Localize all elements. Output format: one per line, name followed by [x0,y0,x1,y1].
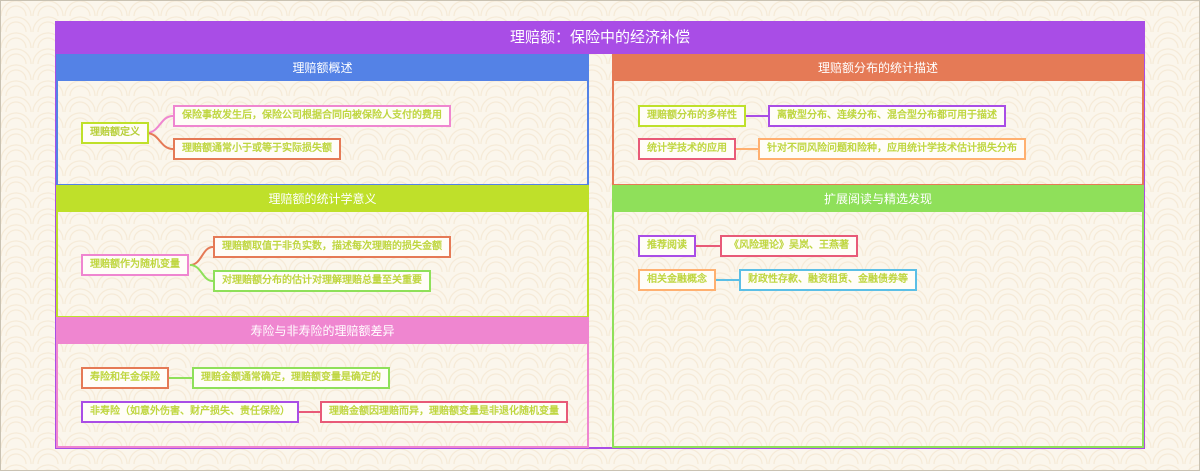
section-distribution: 理赔额分布的统计描述 [612,54,1144,186]
section-overview: 理赔额概述 [56,54,589,186]
node-finance-concepts: 财政性存款、融资租赁、金融债券等 [739,269,917,291]
node-loss-estimation: 针对不同风险问题和险种，应用统计学技术估计损失分布 [758,138,1026,160]
section-title: 理赔额分布的统计描述 [614,56,1142,81]
node-claim-less-than-loss: 理赔额通常小于或等于实际损失额 [173,138,341,160]
node-claim-payment-desc: 保险事故发生后，保险公司根据合同向被保险人支付的费用 [173,105,451,127]
section-title: 理赔额概述 [58,56,587,81]
node-nonlife-random: 理赔金额因理赔而异，理赔额变量是非退化随机变量 [320,401,568,423]
node-claim-definition: 理赔额定义 [81,122,149,144]
node-risk-theory-book: 《风险理论》吴岚、王燕著 [720,235,858,257]
node-statistics-application: 统计学技术的应用 [638,138,736,160]
section-title: 扩展阅读与精选发现 [614,187,1142,212]
node-nonlife-types: 非寿险（如意外伤害、财产损失、责任保险） [81,401,299,423]
section-title: 理赔额的统计学意义 [58,187,587,212]
section-extended-reading: 扩展阅读与精选发现 [612,185,1144,448]
node-distribution-diversity: 理赔额分布的多样性 [638,105,746,127]
section-title: 寿险与非寿险的理赔额差异 [58,319,587,344]
node-nonnegative-values: 理赔额取值于非负实数，描述每次理赔的损失金额 [213,236,451,258]
page-title: 理赔额：保险中的经济补偿 [55,21,1145,54]
section-life-vs-nonlife: 寿险与非寿险的理赔额差异 [56,317,589,448]
node-life-annuity: 寿险和年金保险 [81,367,169,389]
node-distribution-types: 离散型分布、连续分布、混合型分布都可用于描述 [768,105,1006,127]
node-total-claims-estimation: 对理赔额分布的估计对理解理赔总量至关重要 [213,270,431,292]
node-related-finance: 相关金融概念 [638,269,716,291]
node-random-variable: 理赔额作为随机变量 [81,254,189,276]
node-life-fixed-amount: 理赔金额通常确定，理赔额变量是确定的 [192,367,390,389]
node-recommended-reading: 推荐阅读 [638,235,696,257]
